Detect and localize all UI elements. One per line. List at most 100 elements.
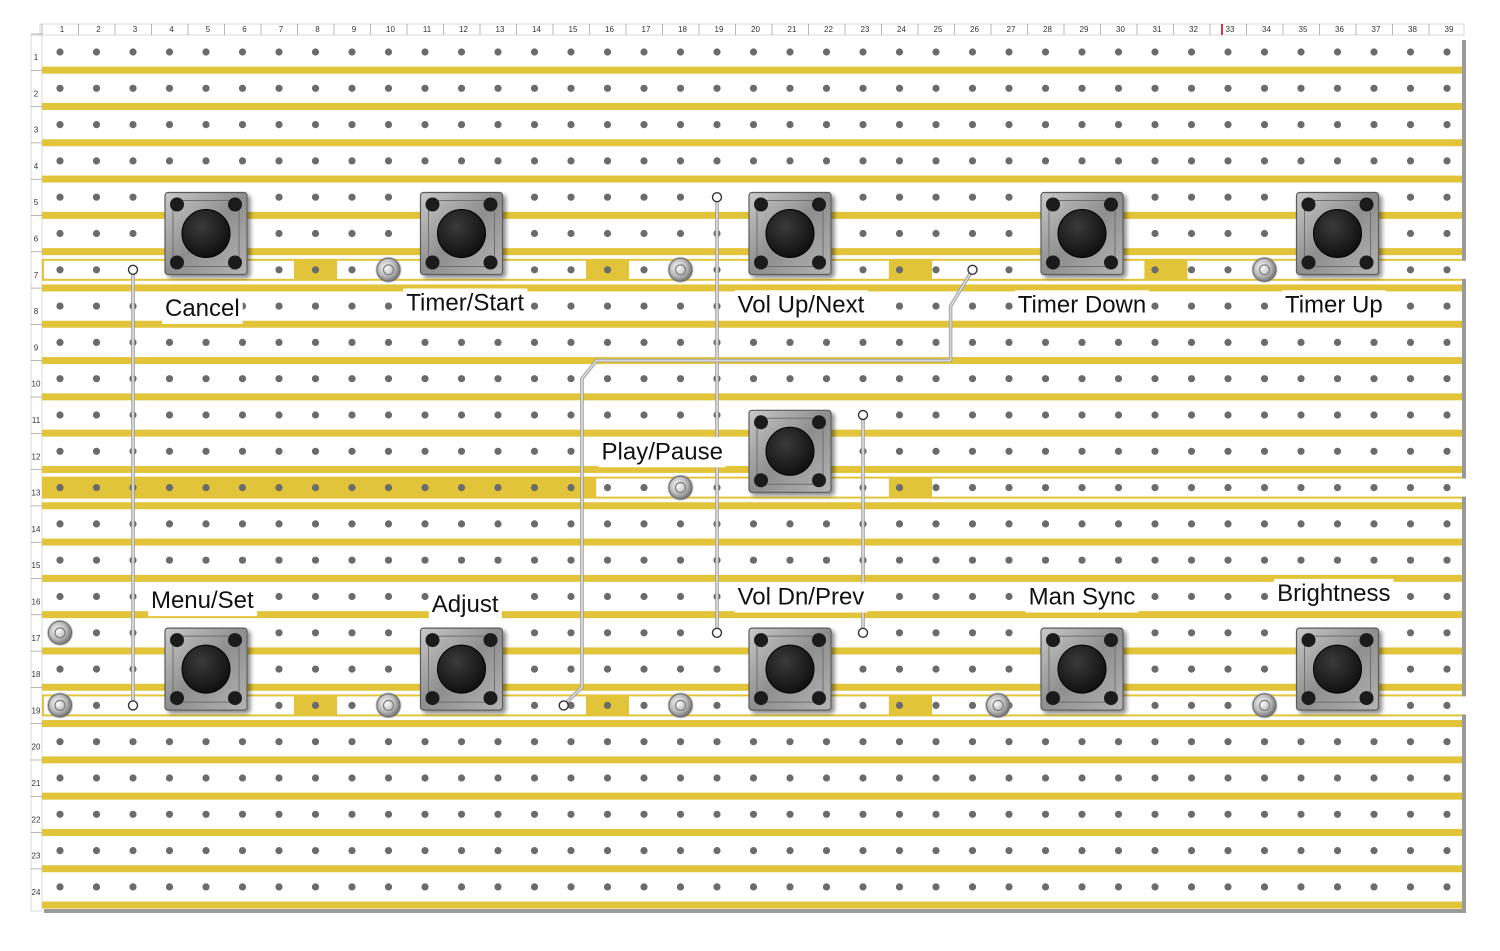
board-hole xyxy=(1443,484,1451,492)
board-hole xyxy=(311,556,320,564)
board-hole xyxy=(640,338,648,346)
board-hole xyxy=(676,847,685,855)
board-hole xyxy=(384,592,393,601)
board-hole xyxy=(968,375,977,383)
board-hole xyxy=(1333,774,1342,782)
board-hole xyxy=(895,411,904,419)
board-hole xyxy=(1187,447,1196,455)
board-hole xyxy=(713,738,721,746)
board-hole xyxy=(895,665,904,673)
button-label: Timer Up xyxy=(1285,291,1383,318)
board-hole xyxy=(1224,157,1232,165)
pin-ring xyxy=(1258,264,1271,276)
switch-body-inset xyxy=(1048,635,1116,703)
board-hole xyxy=(1151,484,1159,492)
switch-corner-peg xyxy=(1104,691,1118,706)
board-hole xyxy=(567,338,575,346)
board-hole xyxy=(1187,157,1196,165)
board-hole xyxy=(1114,375,1123,383)
board-hole xyxy=(932,84,940,92)
switch-body-inset xyxy=(428,635,495,703)
board-hole xyxy=(1078,411,1086,419)
board-hole xyxy=(859,883,867,891)
board-hole xyxy=(275,338,283,346)
board-hole xyxy=(749,84,758,92)
board-hole xyxy=(457,338,466,346)
wire-end xyxy=(857,627,869,638)
board-hole xyxy=(1260,121,1269,129)
board-hole xyxy=(932,520,940,528)
board-hole xyxy=(1151,810,1159,818)
board-hole xyxy=(567,121,575,129)
board-hole xyxy=(1297,157,1305,165)
board-hole xyxy=(56,520,64,528)
copper-strip xyxy=(42,756,1462,764)
board-hole xyxy=(676,629,685,637)
board-hole xyxy=(1333,738,1342,746)
board-hole xyxy=(786,84,794,92)
board-hole xyxy=(56,48,64,56)
switch-body-inset xyxy=(428,200,495,267)
copper-strip xyxy=(42,865,1462,873)
board-hole xyxy=(895,883,904,891)
board-hole xyxy=(1187,193,1196,201)
board-hole xyxy=(348,266,356,274)
board-hole xyxy=(275,665,283,673)
ruler-row-label: 2 xyxy=(34,89,39,98)
board-hole xyxy=(1187,701,1196,710)
board-hole xyxy=(202,338,210,346)
ruler-row-label: 15 xyxy=(32,561,41,570)
board-hole xyxy=(1406,629,1415,637)
board-hole xyxy=(1041,810,1050,818)
board-hole xyxy=(1151,157,1159,165)
board-hole xyxy=(311,447,320,455)
board-hole xyxy=(1224,84,1232,92)
board-hole xyxy=(932,193,940,201)
board-hole xyxy=(567,157,575,165)
board-hole xyxy=(238,556,247,564)
switch-actuator xyxy=(437,644,486,694)
board-hole xyxy=(640,847,648,855)
board-hole xyxy=(895,193,904,201)
board-hole xyxy=(1187,556,1196,564)
board-hole xyxy=(1333,484,1342,492)
board-hole xyxy=(1297,121,1305,129)
board-hole xyxy=(968,302,977,310)
button-label-background xyxy=(734,582,868,613)
board-hole xyxy=(1151,665,1159,673)
board-hole xyxy=(92,266,101,274)
board-hole xyxy=(713,883,721,891)
board-hole xyxy=(932,810,940,818)
board-hole xyxy=(603,302,612,310)
board-hole xyxy=(494,338,502,346)
board-hole xyxy=(567,665,575,673)
board-hole xyxy=(1114,447,1123,455)
ruler-row-label: 19 xyxy=(32,706,41,715)
switch-corner-peg xyxy=(1301,633,1316,648)
board-hole xyxy=(1406,266,1415,274)
ruler-row-label: 20 xyxy=(32,743,41,752)
board-hole xyxy=(676,193,685,201)
board-hole xyxy=(165,738,174,746)
board-hole xyxy=(1114,738,1123,746)
board-hole xyxy=(348,48,356,56)
board-hole xyxy=(1187,665,1196,673)
button-label-group: Adjust xyxy=(428,589,502,620)
board-hole xyxy=(494,157,502,165)
board-hole xyxy=(311,266,320,274)
board-hole xyxy=(1443,157,1451,165)
board-hole xyxy=(384,847,393,855)
board-hole xyxy=(530,810,539,818)
board-hole xyxy=(603,84,612,92)
board-hole xyxy=(494,84,502,92)
ruler-column-label: 26 xyxy=(970,25,979,34)
board-hole xyxy=(202,810,210,818)
board-hole xyxy=(421,375,429,383)
tactile-switch xyxy=(1040,627,1124,711)
board-hole xyxy=(640,484,648,492)
switch-corner-peg xyxy=(425,197,440,212)
board-hole xyxy=(494,411,502,419)
pin-ring xyxy=(674,482,687,494)
board-hole xyxy=(1443,302,1451,310)
header-pin xyxy=(668,257,693,282)
